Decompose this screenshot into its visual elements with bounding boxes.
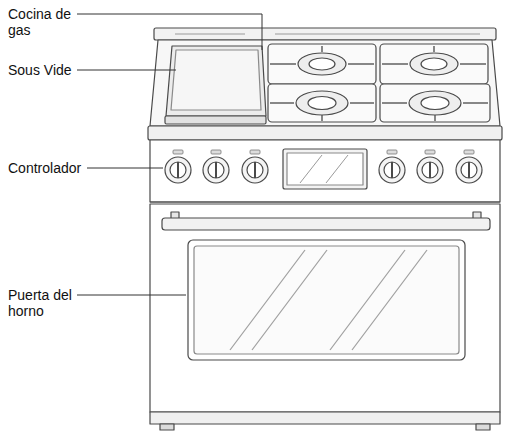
leader-line: [77, 70, 176, 71]
part-label: Controlador: [8, 160, 108, 176]
leader-line: [77, 14, 262, 50]
leader-line: [77, 295, 186, 296]
part-label: Cocina de gas: [8, 6, 80, 38]
part-label: Puerta del horno: [8, 287, 80, 319]
part-label: Sous Vide: [8, 62, 98, 78]
leader-line: [87, 168, 163, 169]
